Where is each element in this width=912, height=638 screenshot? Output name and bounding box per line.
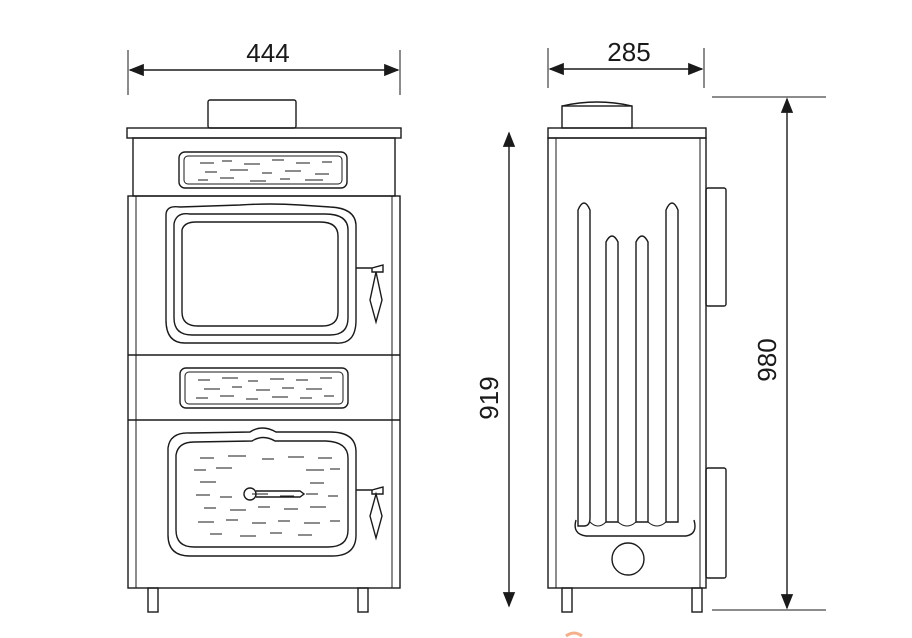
side-main-body <box>547 137 707 589</box>
air-control-knob <box>243 487 306 501</box>
front-leg-left <box>147 587 159 613</box>
front-width-dimension: 444 <box>127 38 401 95</box>
side-leg-left <box>561 587 573 613</box>
side-depth-dimension: 285 <box>547 37 705 88</box>
front-lower-door-handle <box>356 486 384 541</box>
side-leg-right <box>691 587 703 613</box>
front-upper-door <box>165 203 384 344</box>
side-convection-ribs <box>574 202 696 537</box>
body-height-dimension: 919 <box>474 131 516 608</box>
front-middle-grille <box>179 367 349 409</box>
front-upper-door-handle <box>356 264 384 325</box>
front-leg-right <box>357 587 369 613</box>
body-height-label: 919 <box>474 376 504 419</box>
side-ash-port <box>611 542 645 576</box>
side-top-plate <box>547 127 707 139</box>
total-height-label: 980 <box>752 338 782 381</box>
bottom-accent-mark <box>565 631 583 638</box>
side-back-panel-lower <box>705 467 727 579</box>
front-main-body <box>127 195 401 589</box>
side-view: 285 <box>547 37 727 613</box>
front-view: 444 <box>126 38 402 613</box>
front-lower-door <box>167 427 384 557</box>
front-upper-grille <box>178 151 348 189</box>
front-width-label: 444 <box>246 38 289 68</box>
total-height-dimension: 980 <box>712 96 826 611</box>
front-flue-collar <box>207 99 297 129</box>
side-flue-collar <box>561 101 633 129</box>
front-top-plate <box>126 127 402 139</box>
side-back-panel-upper <box>705 187 727 307</box>
side-depth-label: 285 <box>607 37 650 67</box>
